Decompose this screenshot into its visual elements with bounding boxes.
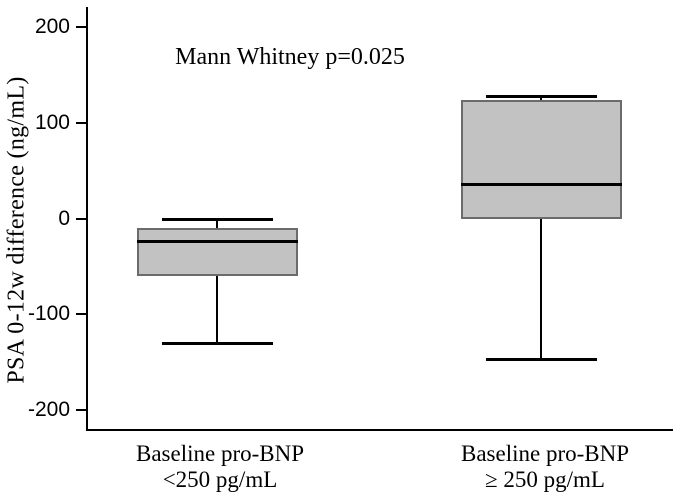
upper-whisker-cap <box>486 95 597 98</box>
x-label-group1: Baseline pro-BNP <250 pg/mL <box>136 441 304 493</box>
x-label-line: Baseline pro-BNP <box>460 441 630 466</box>
plot-area: 200 100 0 -100 -200 <box>28 8 673 429</box>
y-tick-label: 100 <box>34 111 70 134</box>
median-line <box>461 183 622 186</box>
upper-whisker-stem <box>216 219 218 229</box>
y-tick-label: -100 <box>27 302 70 325</box>
y-axis-tick <box>76 218 88 220</box>
y-axis-tick <box>76 409 88 411</box>
y-tick-label: 200 <box>34 15 70 38</box>
x-label-line: Baseline pro-BNP <box>135 441 305 466</box>
upper-whisker-cap <box>162 218 273 221</box>
y-axis-tick <box>76 122 88 124</box>
x-axis-line <box>86 429 673 431</box>
lower-whisker-stem <box>540 219 542 360</box>
x-label-line: <250 pg/mL <box>162 467 278 492</box>
x-label-line: ≥ 250 pg/mL <box>485 467 605 492</box>
lower-whisker-cap <box>162 342 273 345</box>
lower-whisker-stem <box>216 276 218 343</box>
x-label-group2: Baseline pro-BNP ≥ 250 pg/mL <box>461 441 629 493</box>
annotation-text: Mann Whitney p=0.025 <box>175 44 405 70</box>
y-axis-tick <box>76 26 88 28</box>
box <box>137 228 298 276</box>
y-axis-tick <box>76 313 88 315</box>
upper-whisker-stem <box>540 96 542 100</box>
y-tick-label: -200 <box>27 398 70 421</box>
lower-whisker-cap <box>486 358 597 361</box>
median-line <box>137 240 298 243</box>
box <box>461 100 622 219</box>
y-tick-label: 0 <box>58 207 70 230</box>
